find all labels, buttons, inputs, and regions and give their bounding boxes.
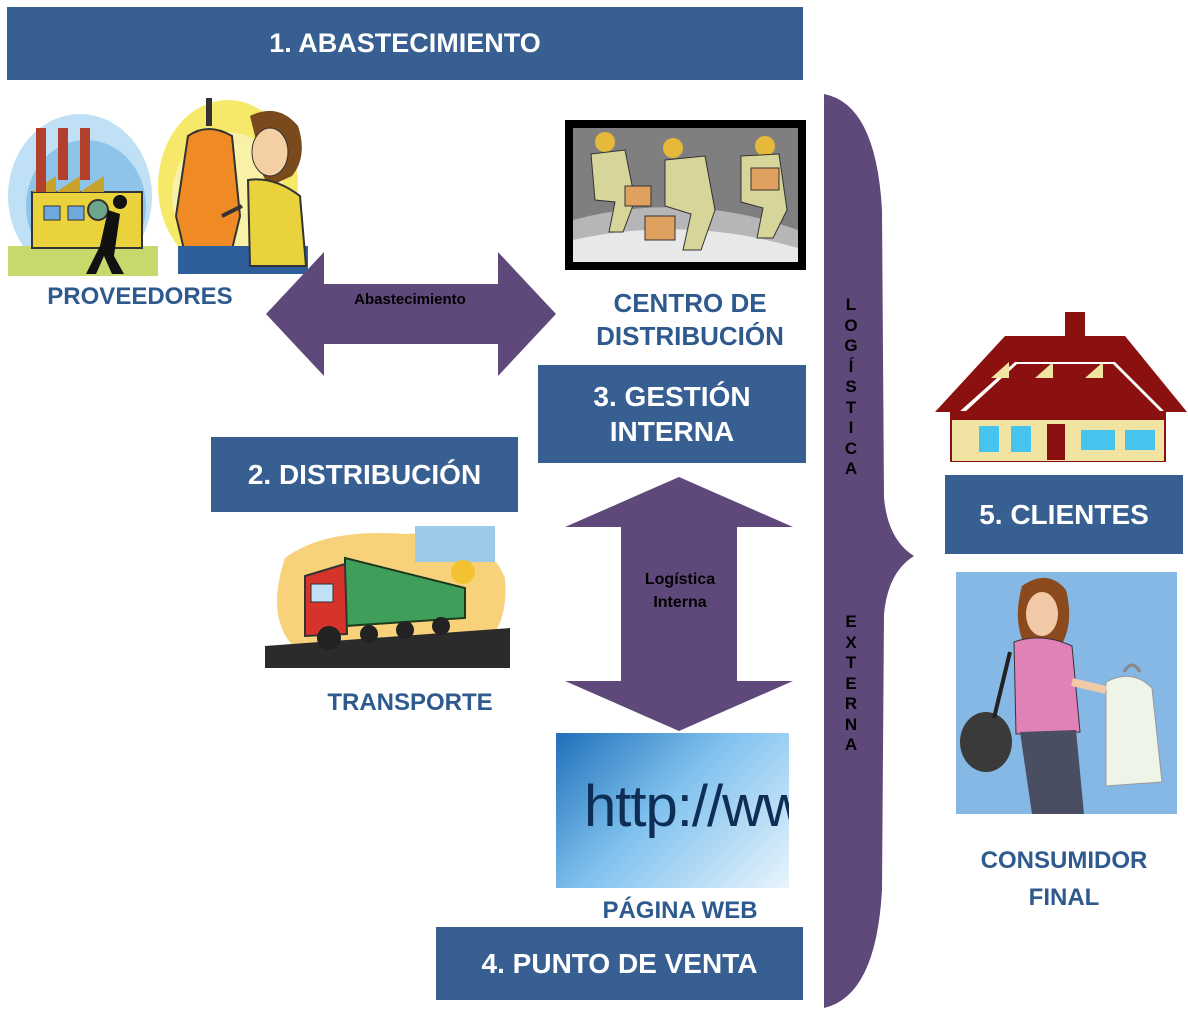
logistica-interna-arrow [565, 477, 793, 731]
transporte-label: TRANSPORTE [290, 688, 530, 718]
brace-letter: N [844, 714, 858, 734]
factory-icon [8, 106, 158, 276]
pagina-web-text: PÁGINA WEB [602, 897, 758, 924]
shopper-icon [956, 572, 1177, 814]
brace-letter: E [845, 673, 857, 693]
externa-word: E X T E R N A [836, 612, 866, 756]
section-distribucion: 2. DISTRIBUCIÓN [211, 437, 518, 512]
section-clientes-text: 5. CLIENTES [979, 498, 1149, 530]
section-abastecimiento-text: 1. ABASTECIMIENTO [269, 28, 541, 58]
brace-letter: X [845, 632, 857, 652]
consumidor-final-label: CONSUMIDOR FINAL [944, 842, 1184, 916]
brace-letter: A [844, 735, 858, 754]
brace-letter: L [845, 295, 857, 314]
centro-line1: CENTRO DE [613, 288, 767, 318]
warehouse-workers-icon [565, 120, 806, 270]
centro-line2: DISTRIBUCIÓN [596, 320, 784, 351]
proveedores-label: PROVEEDORES [20, 282, 260, 312]
brace-letter: T [845, 653, 857, 672]
brace-letter: R [844, 694, 858, 713]
brace-letter: G [844, 336, 858, 355]
section-gestion-line1: 3. GESTIÓN [593, 381, 751, 412]
section-abastecimiento: 1. ABASTECIMIENTO [7, 7, 803, 80]
consumidor-line1: CONSUMIDOR [980, 847, 1148, 874]
brace-letter: A [844, 459, 858, 478]
brace-letter: C [844, 438, 858, 458]
section-gestion-line2: INTERNA [609, 416, 735, 447]
abastecimiento-arrow-label: Abastecimiento [320, 291, 500, 308]
dressmaker-icon [158, 96, 310, 274]
transporte-text: TRANSPORTE [327, 689, 493, 716]
brace-letter: O [844, 315, 858, 335]
section-punto-venta: 4. PUNTO DE VENTA [436, 927, 803, 1000]
brace-letter: E [845, 612, 857, 631]
logistica-interna-line1: Logística [644, 571, 716, 588]
proveedores-text: PROVEEDORES [47, 283, 233, 310]
house-icon [935, 312, 1187, 462]
section-clientes: 5. CLIENTES [945, 475, 1183, 554]
brace-letter: Í [848, 356, 854, 376]
logistica-word: L O G Í S T I C A [836, 295, 866, 480]
logistica-interna-label: Logística Interna [620, 568, 740, 614]
brace-letter: T [845, 397, 857, 417]
centro-distribucion-label: CENTRO DE DISTRIBUCIÓN [570, 287, 810, 352]
pagina-web-label: PÁGINA WEB [560, 896, 800, 926]
brace-letter: I [848, 418, 854, 437]
abastecimiento-arrow [266, 252, 556, 376]
logistica-externa-brace [818, 90, 916, 1014]
section-punto-venta-text: 4. PUNTO DE VENTA [481, 947, 758, 979]
consumidor-line2: FINAL [1028, 884, 1100, 912]
brace-letter: S [845, 377, 857, 396]
truck-icon [265, 518, 510, 668]
http-text: http://www [584, 774, 789, 839]
section-gestion-interna: 3. GESTIÓN INTERNA [538, 365, 806, 463]
abastecimiento-arrow-text: Abastecimiento [354, 291, 466, 308]
logistica-interna-line2: Interna [653, 594, 707, 612]
web-page-image: http://www [556, 733, 789, 888]
section-distribucion-text: 2. DISTRIBUCIÓN [247, 458, 482, 490]
